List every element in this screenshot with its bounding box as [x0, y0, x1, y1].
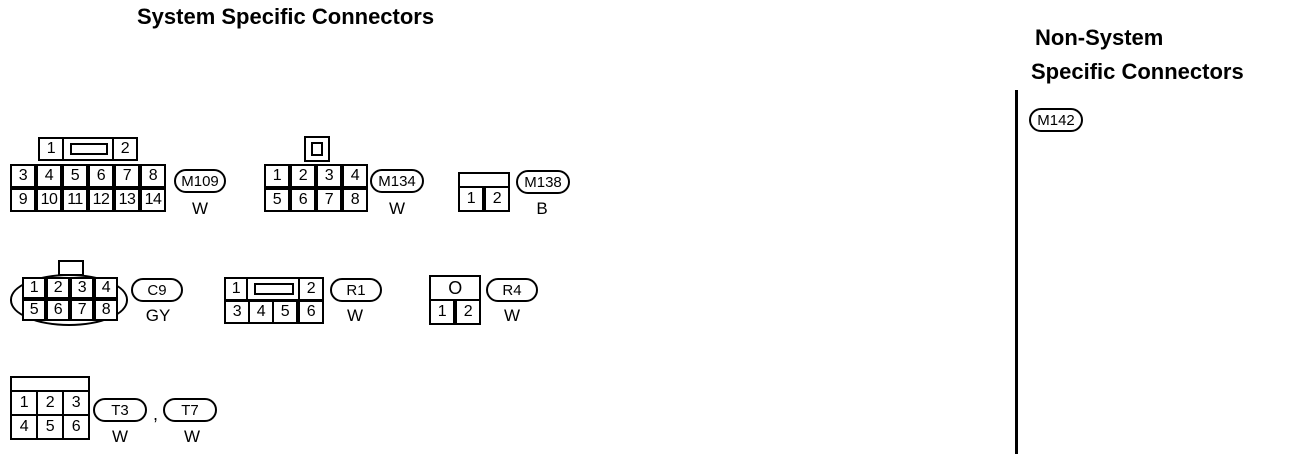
pin: 1	[429, 299, 455, 325]
pin: 1	[264, 164, 290, 188]
pin: 3	[62, 390, 90, 416]
non-system-heading-line1: Non-System	[1035, 25, 1164, 50]
wire-color-label: B	[536, 199, 548, 218]
pin: 3	[224, 300, 250, 324]
pin: 2	[112, 137, 138, 161]
pin: 1	[224, 277, 248, 301]
pin: 5	[62, 164, 88, 188]
pin: 2	[455, 299, 481, 325]
pin: 6	[62, 414, 90, 440]
non-system-heading-line2: Specific Connectors	[1031, 59, 1244, 84]
pin: 4	[36, 164, 62, 188]
pin: 6	[298, 300, 324, 324]
system-specific-heading: System Specific Connectors	[137, 4, 435, 29]
connector-id-tag: R1	[330, 278, 382, 302]
pin: 1	[22, 277, 46, 299]
pin: 7	[70, 299, 94, 321]
pin: 6	[290, 188, 316, 212]
pin: 6	[88, 164, 114, 188]
pin: 8	[342, 188, 368, 212]
connector-id-tag-t7: T7	[163, 398, 217, 422]
pin: 2	[484, 186, 510, 212]
connector-id-tag: M134	[370, 169, 424, 193]
wire-color-label-t3: W	[111, 427, 129, 446]
pin: 2	[46, 277, 70, 299]
pin: 2	[290, 164, 316, 188]
wire-color-label-t7: W	[183, 427, 201, 446]
pin: 2	[298, 277, 324, 301]
connector-id-tag-m142: M142	[1029, 108, 1083, 132]
pin: 4	[248, 300, 274, 324]
pin: 4	[10, 414, 38, 440]
pin: 7	[316, 188, 342, 212]
wire-color-label: W	[191, 199, 209, 218]
connector-key	[304, 136, 330, 162]
wire-color-label: W	[388, 199, 406, 218]
pin: 3	[10, 164, 36, 188]
pin: 4	[342, 164, 368, 188]
pin: 3	[316, 164, 342, 188]
wire-color-label: W	[503, 306, 521, 325]
pin: 5	[264, 188, 290, 212]
pin: 5	[22, 299, 46, 321]
connector-id-tag: C9	[131, 278, 183, 302]
wire-color-label: W	[346, 306, 364, 325]
pin: 8	[94, 299, 118, 321]
connector-id-tag: R4	[486, 278, 538, 302]
pin: 2	[36, 390, 64, 416]
pin: 8	[140, 164, 166, 188]
connector-id-tag: M138	[516, 170, 570, 194]
pin: 4	[94, 277, 118, 299]
separator: ,	[153, 404, 159, 424]
pin: 7	[114, 164, 140, 188]
pin: 12	[88, 188, 114, 212]
pin: 13	[114, 188, 140, 212]
pin: 10	[36, 188, 62, 212]
pin: 14	[140, 188, 166, 212]
pin: 6	[46, 299, 70, 321]
pin: 5	[36, 414, 64, 440]
pin: 3	[70, 277, 94, 299]
wire-color-label: GY	[145, 306, 171, 325]
pin: 11	[62, 188, 88, 212]
connector-key-symbol: O	[429, 275, 481, 301]
key-slot	[70, 143, 108, 155]
connector-id-tag: M109	[174, 169, 226, 193]
pin: 1	[38, 137, 64, 161]
pin: 5	[272, 300, 298, 324]
key-slot	[254, 283, 294, 295]
pin: 1	[458, 186, 484, 212]
key-slot	[311, 142, 323, 156]
section-divider	[1015, 90, 1018, 454]
connector-id-tag-t3: T3	[93, 398, 147, 422]
pin: 9	[10, 188, 36, 212]
pin: 1	[10, 390, 38, 416]
